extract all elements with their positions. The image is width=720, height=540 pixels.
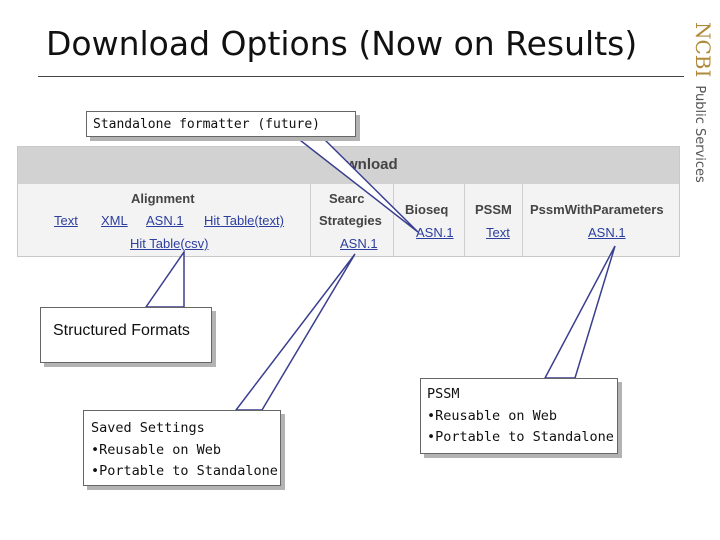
title-divider (38, 76, 684, 77)
saved-settings-callout: Saved Settings •Reusable on Web •Portabl… (83, 410, 281, 486)
callout-line: Saved Settings (91, 420, 205, 436)
column-divider (310, 184, 311, 257)
bioseq-asn1-link[interactable]: ASN.1 (416, 225, 454, 240)
panel-header-label: wnload (346, 156, 398, 173)
column-header-search-strategies: Searc (329, 191, 365, 206)
pssm-text-link[interactable]: Text (486, 225, 510, 240)
column-divider (522, 184, 523, 257)
saved-pointer (234, 253, 356, 411)
structured-formats-callout: Structured Formats (40, 307, 212, 363)
alignment-xml-link[interactable]: XML (101, 213, 128, 228)
standalone-formatter-callout: Standalone formatter (future) (86, 111, 356, 137)
slide-title: Download Options (Now on Results) (46, 24, 638, 63)
structured-pointer (144, 249, 185, 308)
callout-line: PSSM (427, 386, 460, 402)
alignment-text-link[interactable]: Text (54, 213, 78, 228)
standalone-pointer (293, 136, 419, 233)
callout-line: •Portable to Standalone (427, 429, 614, 445)
column-divider (393, 184, 394, 257)
pssm-pointer (543, 245, 616, 379)
column-header-pssm-with-parameters: PssmWithParameters (530, 202, 664, 217)
callout-line: •Portable to Standalone (91, 463, 278, 479)
pssm-callout: PSSM •Reusable on Web •Portable to Stand… (420, 378, 618, 454)
alignment-asn1-link[interactable]: ASN.1 (146, 213, 184, 228)
callout-line: •Reusable on Web (427, 407, 558, 424)
column-header-pssm: PSSM (475, 202, 512, 217)
alignment-hit-table-csv-link[interactable]: Hit Table(csv) (130, 236, 209, 251)
alignment-hit-table-text-link[interactable]: Hit Table(text) (204, 213, 284, 228)
callout-line: •Reusable on Web (91, 441, 222, 458)
column-header-bioseq: Bioseq (405, 202, 449, 217)
column-divider (464, 184, 465, 257)
pssm-with-parameters-asn1-link[interactable]: ASN.1 (588, 225, 626, 240)
column-header-search-strategies-line2: Strategies (319, 213, 382, 228)
search-strategies-asn1-link[interactable]: ASN.1 (340, 236, 378, 251)
column-header-alignment: Alignment (131, 191, 195, 206)
